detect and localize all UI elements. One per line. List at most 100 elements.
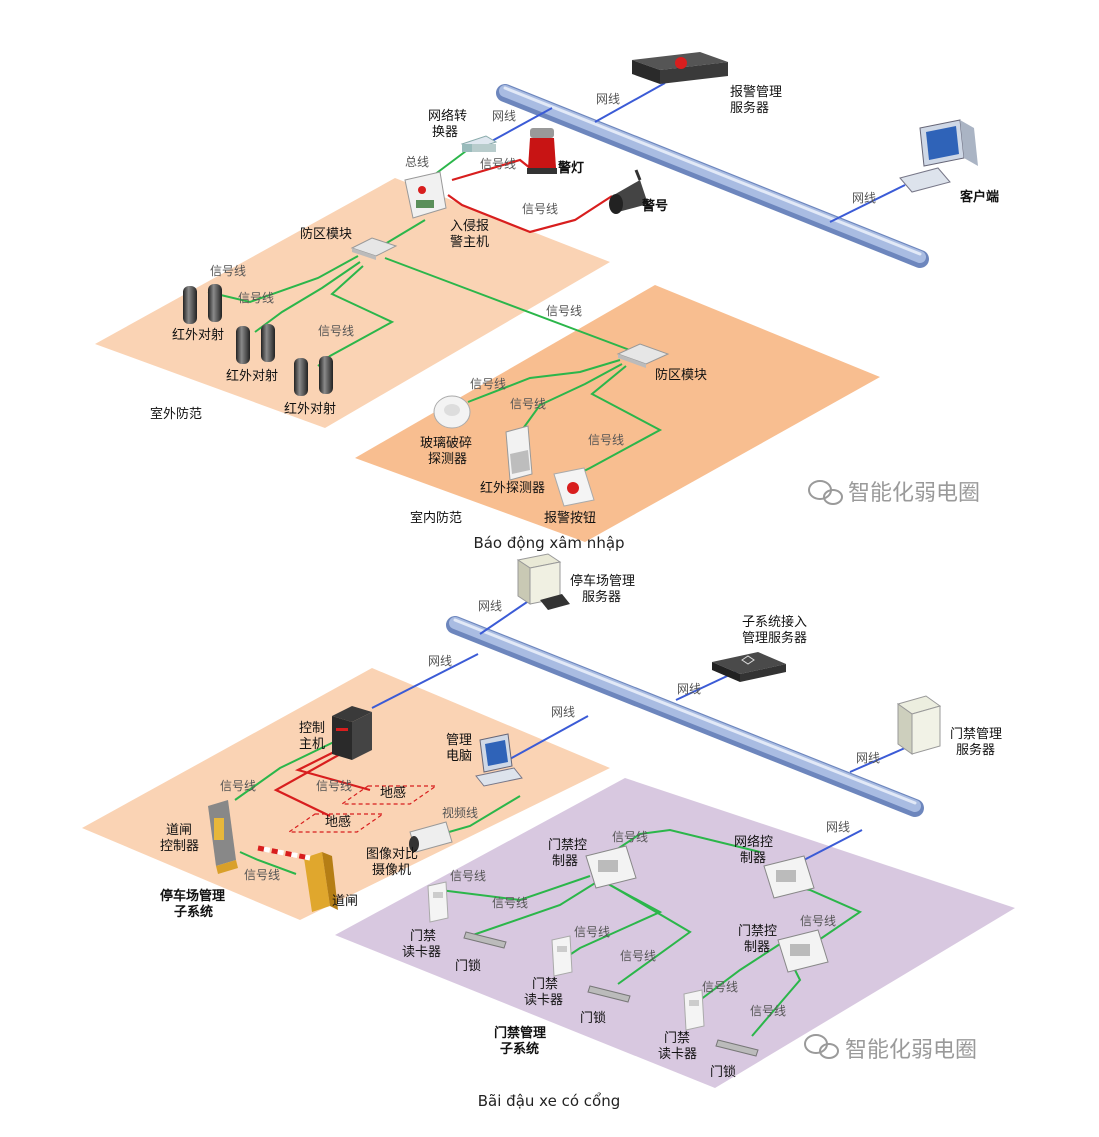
indoor-zone-plane [355, 285, 880, 542]
signal-label-link: 信号线 [546, 304, 582, 318]
net-line-client [829, 184, 906, 223]
net-label-mgmt-pc: 网线 [551, 705, 575, 719]
sensor-line-2 [273, 751, 345, 817]
ir-beam-label-3: 红外对射 [284, 401, 336, 417]
gate-controller-icon [208, 800, 238, 874]
alarm-server-label-1: 报警管理 [730, 84, 782, 100]
barrier-gate-icon [257, 845, 338, 912]
net-label-net-controller: 网线 [826, 820, 850, 834]
converter-label-1: 网络转 [428, 108, 467, 124]
mgmt-pc-label-2: 电脑 [446, 749, 472, 764]
ir-beam-pair-3-icon [294, 356, 333, 396]
signal-line-lock-1 [469, 879, 601, 937]
door-lock-2-icon [587, 985, 631, 1003]
network-backbone-top [496, 84, 929, 268]
warning-lamp-label: 警灯 [558, 160, 584, 176]
signal-line-reader-3 [699, 943, 781, 1001]
net-label-client: 网线 [852, 191, 876, 205]
wechat-icon [808, 480, 843, 505]
net-line-access-server [849, 747, 906, 773]
subsystem-server-icon [712, 652, 786, 682]
control-host-icon [332, 706, 372, 760]
signal-label-ir-1: 信号线 [210, 264, 246, 278]
signal-line-reader-1 [439, 875, 591, 902]
access-controller-1-icon [585, 845, 637, 889]
converter-label-2: 换器 [432, 125, 458, 140]
lock-1-label: 门锁 [455, 958, 481, 974]
alarm-host-panel-icon [404, 171, 447, 219]
net-controller-label-1: 网络控 [734, 834, 773, 850]
siren-label: 警号 [642, 198, 668, 214]
client-computer-icon [899, 119, 978, 193]
parking-subsystem-label-2: 子系统 [174, 904, 213, 920]
sensor-line-1 [294, 747, 371, 792]
signal-label-pir: 信号线 [510, 397, 546, 411]
parking-subsystem-label-1: 停车场管理 [160, 888, 225, 904]
subsystem-server-label-1: 子系统接入 [742, 614, 807, 630]
signal-line-ir-1 [207, 255, 359, 304]
reader-1-label-2: 读卡器 [402, 945, 441, 960]
access-controller-1-label-1: 门禁控 [548, 838, 587, 853]
parking-server-label-2: 服务器 [582, 589, 621, 605]
parking-server-label-1: 停车场管理 [570, 573, 635, 589]
access-subsystem-label-1: 门禁管理 [494, 1025, 546, 1041]
signal-line-gate-controller [234, 739, 339, 801]
alarm-server-label-2: 服务器 [730, 100, 769, 116]
signal-label-lock-3: 信号线 [750, 1004, 786, 1018]
signal-label-reader-2: 信号线 [574, 925, 610, 939]
reader-2-label-1: 门禁 [532, 977, 558, 992]
gate-controller-label-2: 控制器 [160, 839, 199, 854]
net-controller-icon [763, 855, 815, 899]
alarm-host-label-1: 入侵报 [450, 218, 489, 234]
signal-label-ir-3: 信号线 [318, 324, 354, 338]
signal-label-gate: 信号线 [220, 779, 256, 793]
parking-caption: Bãi đậu xe có cổng [478, 1092, 620, 1110]
net-label-server: 网线 [596, 92, 620, 106]
ground-sensor-label-1: 地感 [380, 785, 406, 801]
parking-server-icon [516, 553, 570, 610]
signal-line-pir [521, 363, 623, 431]
ir-detector-label: 红外探测器 [480, 480, 545, 496]
reader-3-label-2: 读卡器 [658, 1047, 697, 1062]
signal-label-ctrl: 信号线 [612, 830, 648, 844]
glass-break-label-1: 玻璃破碎 [420, 436, 472, 451]
wechat-icon [804, 1034, 839, 1059]
network-converter-icon [460, 135, 498, 152]
signal-label-glass: 信号线 [470, 377, 506, 391]
control-host-label-2: 主机 [299, 737, 325, 752]
ground-sensor-label-2: 地感 [325, 814, 351, 830]
card-reader-3-icon [683, 989, 705, 1031]
access-controller-1-label-2: 制器 [552, 854, 578, 869]
glass-break-label-2: 探测器 [428, 452, 467, 467]
net-line-mgmt-pc [507, 715, 589, 761]
signal-line-lamp [451, 158, 531, 182]
net-line-parking-server [479, 599, 531, 635]
ir-beam-label-1: 红外对射 [172, 327, 224, 343]
zone-module-indoor-label: 防区模块 [655, 367, 707, 383]
alarm-host-label-2: 警主机 [450, 234, 489, 250]
net-label-subsystem: 网线 [677, 682, 701, 696]
ground-loop-1 [340, 785, 438, 805]
signal-label-ctrl2: 信号线 [800, 914, 836, 928]
camera-label-1: 图像对比 [366, 847, 418, 862]
net-label-converter: 网线 [492, 109, 516, 123]
subsystem-server-label-2: 管理服务器 [742, 630, 807, 646]
card-reader-2-icon [551, 935, 573, 977]
door-lock-3-icon [715, 1039, 759, 1057]
net-label-access-server: 网线 [856, 751, 880, 765]
card-reader-1-icon [427, 881, 449, 923]
access-controller-2-label-2: 制器 [744, 940, 770, 955]
signal-label-ir-2: 信号线 [238, 291, 274, 305]
net-label-parking-server: 网线 [478, 599, 502, 613]
gate-controller-label-1: 道闸 [166, 823, 192, 838]
pir-detector-icon [505, 425, 533, 481]
signal-label-lock-2: 信号线 [620, 949, 656, 963]
reader-1-label-1: 门禁 [410, 929, 436, 944]
net-line-converter [489, 107, 553, 143]
access-server-icon [896, 695, 942, 755]
signal-label-sensor: 信号线 [316, 779, 352, 793]
zone-module-indoor-icon [616, 343, 670, 368]
signal-label-reader-3: 信号线 [702, 980, 738, 994]
